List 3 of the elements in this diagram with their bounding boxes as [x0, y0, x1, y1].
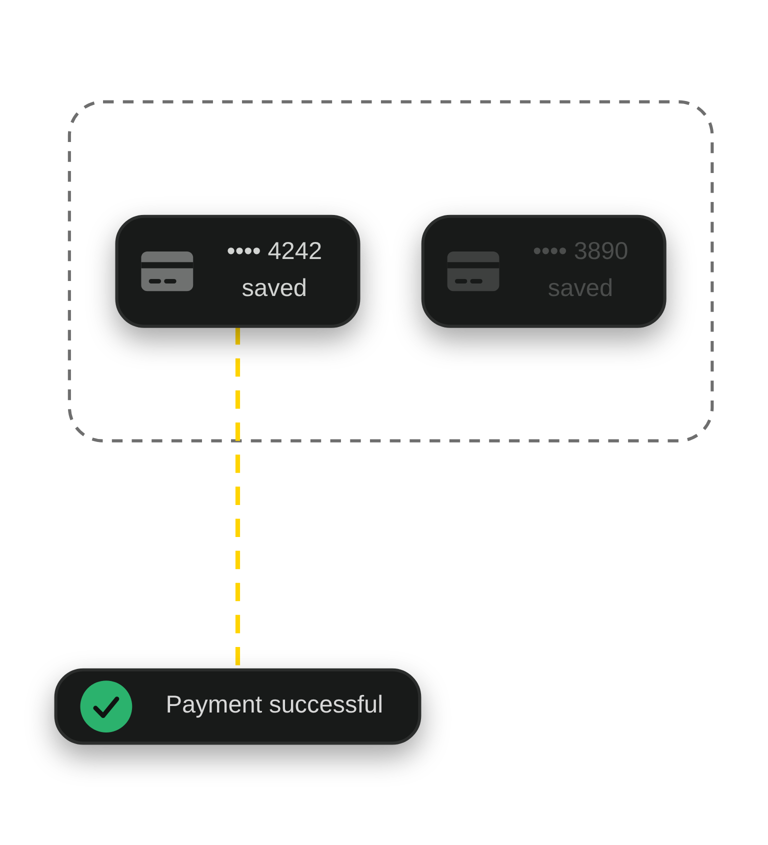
node-box: Payment successful — [54, 668, 422, 745]
node-box: •••• 4242 saved — [115, 214, 360, 328]
cluster — [68, 100, 714, 442]
